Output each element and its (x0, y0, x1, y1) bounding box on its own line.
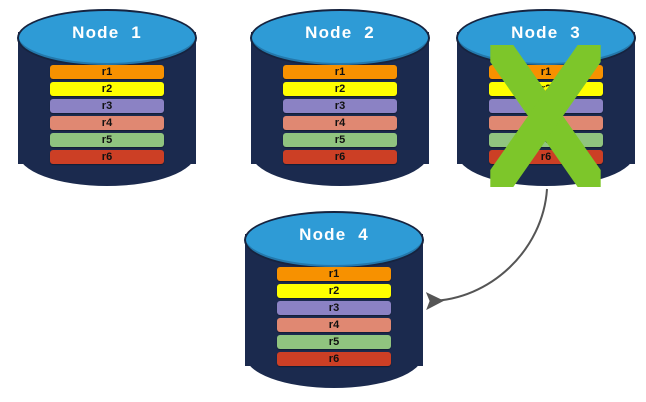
node-node3[interactable]: Node 3 r1 r2 r3 r4 r5 r6 (456, 9, 636, 186)
row-stack-node1: r1 r2 r3 r4 r5 r6 (50, 65, 164, 164)
row-r3-node3[interactable]: r3 (489, 99, 603, 113)
node-label-node4: Node 4 (299, 225, 369, 244)
row-r6-node3[interactable]: r6 (489, 150, 603, 164)
row-r3-node4[interactable]: r3 (277, 301, 391, 315)
node-label-node3: Node 3 (511, 23, 581, 42)
cylinder-top-ellipse (251, 10, 429, 66)
node-node4[interactable]: Node 4 r1 r2 r3 r4 r5 r6 (244, 211, 424, 388)
row-r2-node3[interactable]: r2 (489, 82, 603, 96)
row-r3-node1[interactable]: r3 (50, 99, 164, 113)
row-r6-node2[interactable]: r6 (283, 150, 397, 164)
row-r5-node2[interactable]: r5 (283, 133, 397, 147)
row-r6-node4[interactable]: r6 (277, 352, 391, 366)
row-r2-node2[interactable]: r2 (283, 82, 397, 96)
row-r1-node2[interactable]: r1 (283, 65, 397, 79)
node-label-node1: Node 1 (72, 23, 142, 42)
cylinder-top-ellipse (18, 10, 196, 66)
row-stack-node3: r1 r2 r3 r4 r5 r6 (489, 65, 603, 164)
row-r4-node1[interactable]: r4 (50, 116, 164, 130)
row-r3-node2[interactable]: r3 (283, 99, 397, 113)
row-r4-node4[interactable]: r4 (277, 318, 391, 332)
row-stack-node2: r1 r2 r3 r4 r5 r6 (283, 65, 397, 164)
row-r1-node4[interactable]: r1 (277, 267, 391, 281)
row-r1-node1[interactable]: r1 (50, 65, 164, 79)
cylinder-top-ellipse (245, 212, 423, 268)
row-r1-node3[interactable]: r1 (489, 65, 603, 79)
row-r4-node3[interactable]: r4 (489, 116, 603, 130)
row-r4-node2[interactable]: r4 (283, 116, 397, 130)
node-node1[interactable]: Node 1 r1 r2 r3 r4 r5 r6 (17, 9, 197, 186)
row-r6-node1[interactable]: r6 (50, 150, 164, 164)
row-r2-node1[interactable]: r2 (50, 82, 164, 96)
replication-arrow (425, 188, 548, 311)
row-r2-node4[interactable]: r2 (277, 284, 391, 298)
node-label-node2: Node 2 (305, 23, 375, 42)
row-stack-node4: r1 r2 r3 r4 r5 r6 (277, 267, 391, 366)
row-r5-node4[interactable]: r5 (277, 335, 391, 349)
row-r5-node3[interactable]: r5 (489, 133, 603, 147)
row-r5-node1[interactable]: r5 (50, 133, 164, 147)
node-node2[interactable]: Node 2 r1 r2 r3 r4 r5 r6 (250, 9, 430, 186)
